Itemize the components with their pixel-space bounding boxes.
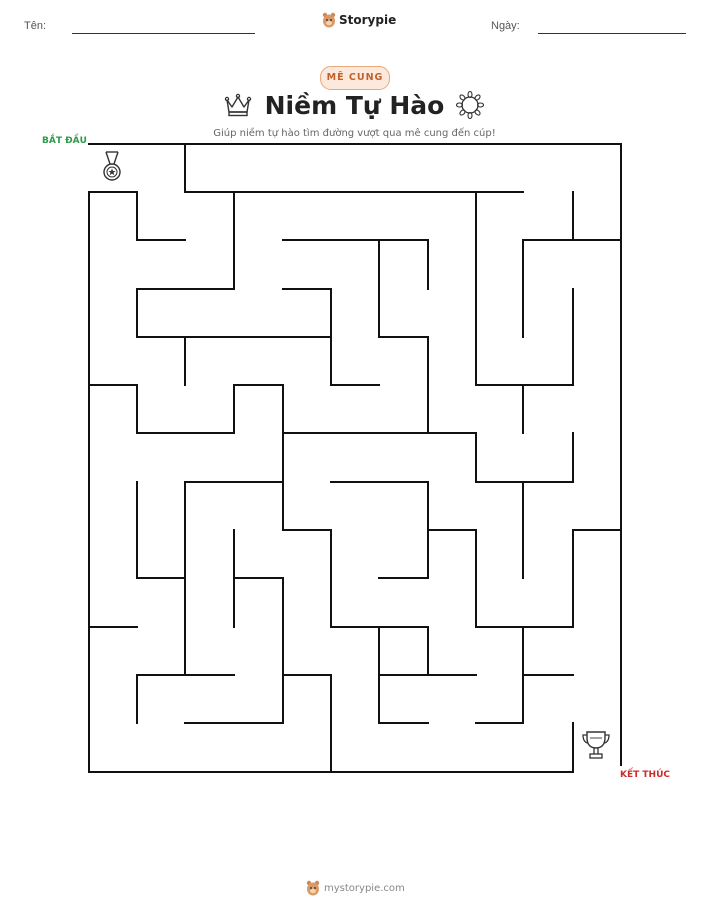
date-line [538,33,686,34]
category-badge: MÊ CUNG [320,66,390,90]
page-title: Niềm Tự Hào [264,91,445,120]
date-label: Ngày: [491,20,520,32]
laurel-wreath-icon [456,91,484,119]
medal-icon [103,151,121,181]
name-label: Tên: [24,20,47,32]
bear-logo-icon [306,880,320,896]
name-line [72,33,255,34]
start-label: BẮT ĐẦU [42,136,87,146]
end-label: KẾT THÚC [620,770,670,780]
footer: mystorypie.com [306,880,405,896]
trophy-cup-icon [582,731,610,759]
brand-logo: Storypie [322,12,396,28]
instructions: Giúp niềm tự hào tìm đường vượt qua mê c… [213,128,496,139]
crown-icon [224,93,252,117]
bear-logo-icon [322,12,336,28]
brand-name: Storypie [339,13,397,27]
footer-site: mystorypie.com [324,882,405,894]
